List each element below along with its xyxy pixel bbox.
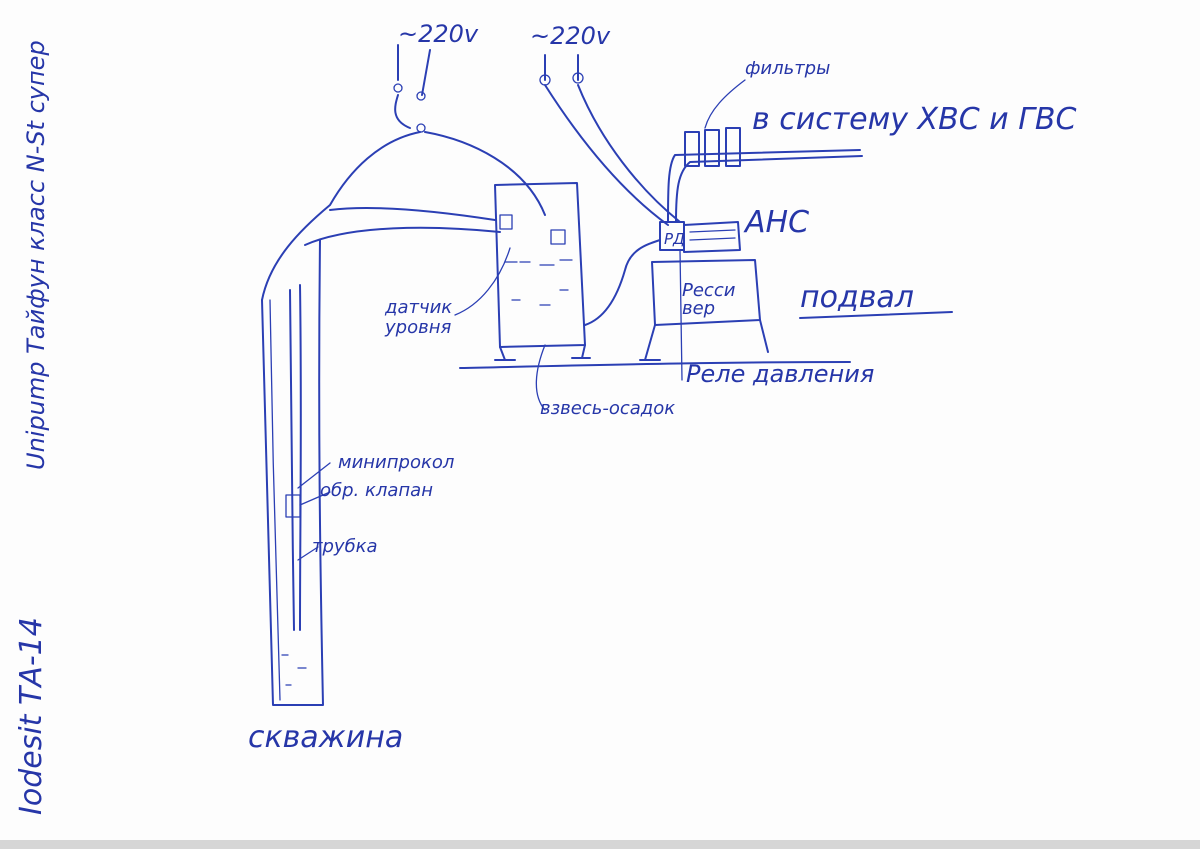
- right-power-terminal-2: [572, 72, 584, 84]
- level-sensor-box: [550, 229, 566, 245]
- left-power-terminal-2: [416, 91, 426, 101]
- well-inner-line: [269, 299, 281, 701]
- margin-pump-label: Iodesit ТА-14: [14, 617, 49, 815]
- well-tube: [289, 289, 295, 631]
- well-tube-2: [299, 284, 302, 631]
- tube-label: трубка: [312, 536, 378, 557]
- scan-bottom-edge: [0, 840, 1200, 849]
- tank-inlet: [499, 214, 513, 230]
- well-label: скважина: [248, 720, 404, 755]
- filter-1: [684, 131, 700, 167]
- pump-motor-ribs: [689, 229, 736, 241]
- valve-pointer: [299, 491, 331, 506]
- well-casing: [261, 239, 324, 706]
- filters-label: фильтры: [745, 58, 831, 79]
- tank-outlet-pipe: [584, 239, 661, 326]
- well-pipe-to-tank: [304, 226, 501, 246]
- margin-model-label: Unipump Тайфун класс N-St супер: [22, 40, 50, 470]
- tube-pointer: [297, 546, 319, 561]
- left-power-label: ~220v: [398, 20, 479, 48]
- mini-hole-label: минипрокол: [338, 452, 455, 473]
- left-power-terminal-1: [393, 83, 403, 93]
- pipe-to-filters: [667, 149, 861, 223]
- pump-station-label: АНС: [745, 205, 810, 240]
- pipe-to-filters-2: [675, 155, 863, 223]
- filters-pointer: [704, 79, 746, 129]
- left-cable: [261, 131, 421, 301]
- sediment-pointer: [535, 344, 546, 411]
- basement-label: подвал: [800, 280, 914, 315]
- left-power-switch: [394, 44, 431, 129]
- basement-floor: [459, 361, 851, 369]
- left-power-junction: [416, 123, 426, 133]
- tank-legs: [494, 344, 591, 361]
- basement-underline: [799, 311, 953, 319]
- left-cable-2: [424, 131, 546, 216]
- tank-water-marks: [504, 259, 573, 306]
- check-valve-mark: [285, 494, 301, 518]
- pump-motor: [683, 221, 741, 253]
- level-sensor-pointer: [454, 247, 511, 316]
- receiver-legs: [639, 319, 769, 361]
- minihole-pointer: [297, 462, 331, 489]
- check-valve-label: обр. клапан: [320, 480, 433, 501]
- right-cable-2: [577, 84, 681, 223]
- right-power: [544, 54, 579, 81]
- sensor-cable: [329, 207, 496, 221]
- level-sensor-label: датчик уровня: [385, 297, 453, 338]
- receiver-label: Ресси вер: [682, 280, 736, 319]
- pressure-gauge-label: РД: [664, 230, 685, 248]
- pressure-relay-label: Реле давления: [686, 360, 875, 388]
- pressure-relay-pointer: [679, 249, 683, 381]
- sediment-label: взвесь-осадок: [540, 398, 676, 419]
- filter-3: [725, 127, 741, 167]
- to-system-label: в систему ХВС и ГВС: [752, 102, 1077, 137]
- well-water-marks: [281, 654, 307, 686]
- filter-2: [704, 129, 720, 167]
- right-power-label: ~220v: [530, 22, 611, 50]
- right-cable-1: [544, 84, 669, 226]
